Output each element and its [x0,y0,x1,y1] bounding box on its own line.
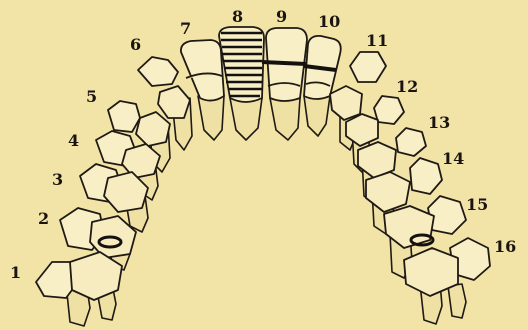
tooth-number-7: 7 [180,19,191,38]
tooth-10 [304,36,341,136]
tooth-number-6: 6 [130,35,141,54]
tooth-number-14: 14 [442,149,464,168]
tooth-16 [404,238,490,324]
tooth-number-5: 5 [86,87,97,106]
tooth-1 [36,252,122,326]
tooth-9 [262,28,307,140]
tooth-number-13: 13 [428,113,450,132]
tooth-number-4: 4 [68,131,79,150]
tooth-number-10: 10 [318,12,340,31]
tooth-number-3: 3 [52,170,63,189]
tooth-number-11: 11 [366,31,388,50]
tooth-number-12: 12 [396,77,418,96]
tooth-number-8: 8 [232,7,243,26]
filling-band [262,62,306,64]
tooth-number-16: 16 [494,237,516,256]
tooth-number-1: 1 [10,263,21,282]
tooth-number-2: 2 [38,209,49,228]
tooth-8 [219,27,264,140]
tooth-number-15: 15 [466,195,488,214]
tooth-number-9: 9 [276,7,287,26]
